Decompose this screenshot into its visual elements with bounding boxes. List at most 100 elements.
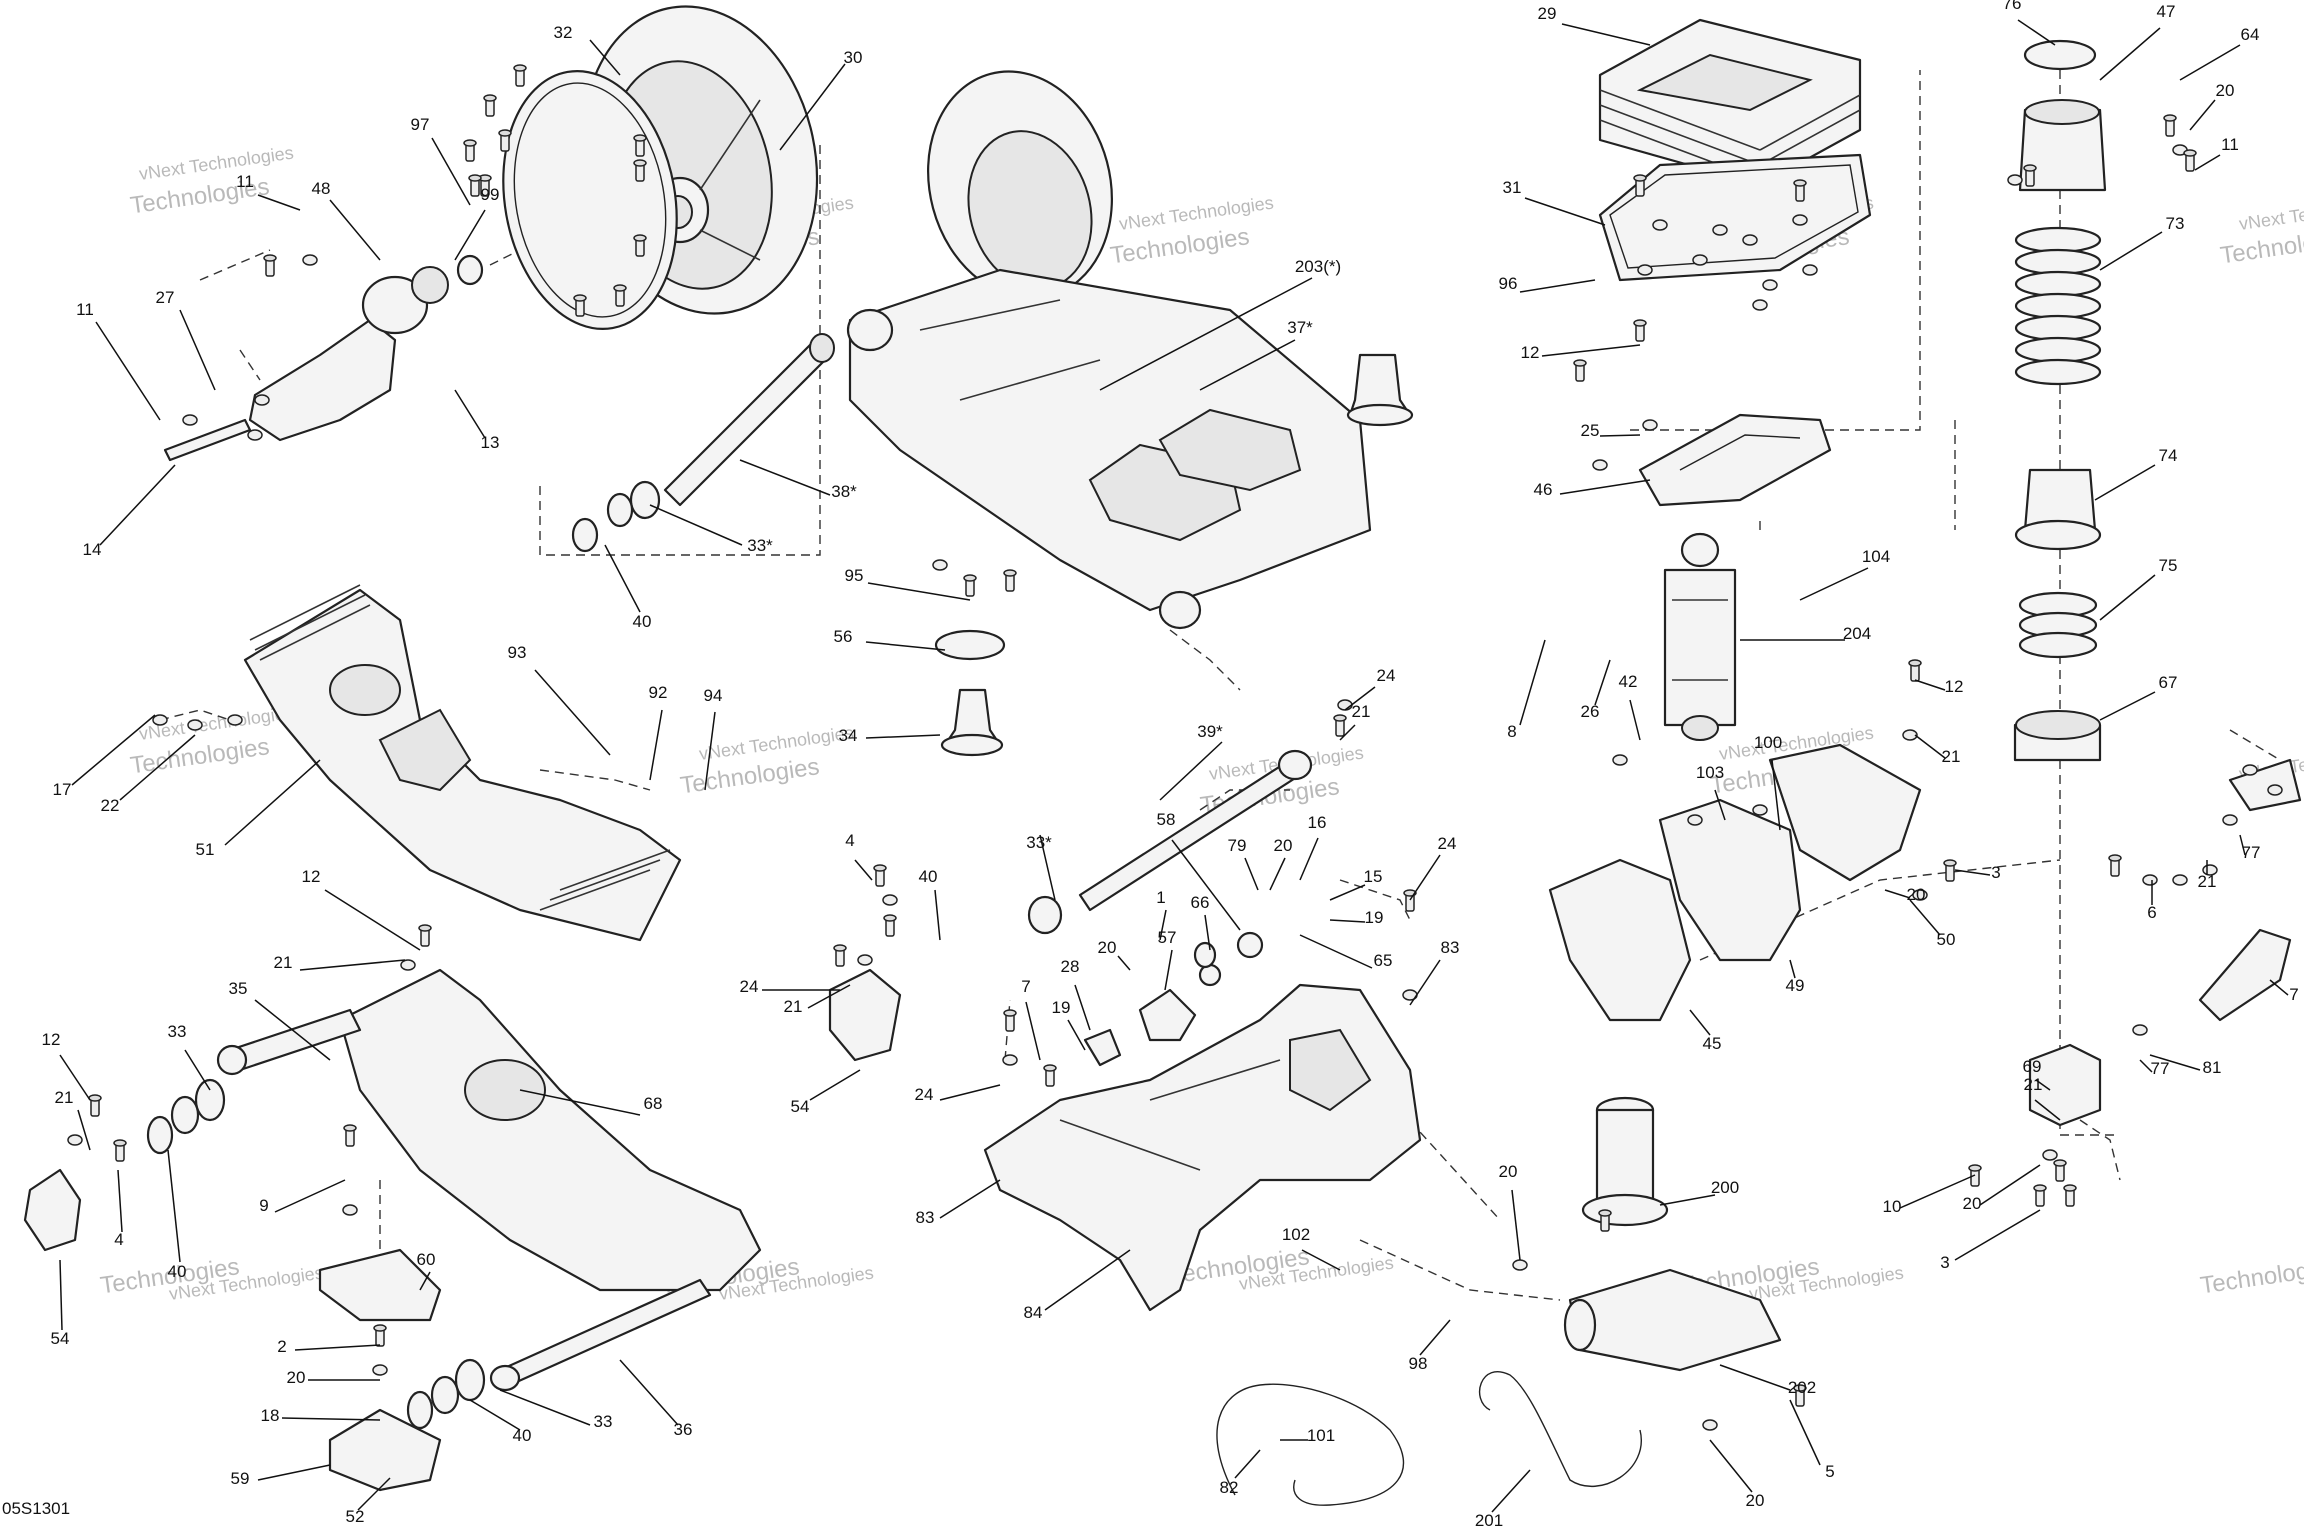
washer-icon bbox=[2267, 784, 2283, 796]
callout-leader bbox=[2269, 979, 2289, 996]
watermark-line1: vNext Technologies bbox=[2238, 192, 2304, 233]
callout-83: 83 bbox=[1441, 938, 1460, 957]
callout-leader bbox=[1171, 839, 1241, 931]
callout-69: 69 bbox=[2023, 1057, 2042, 1076]
bolt-icon bbox=[418, 924, 432, 947]
callout-8: 8 bbox=[1507, 722, 1516, 741]
washer-icon bbox=[67, 1134, 83, 1146]
bolt-icon bbox=[2063, 1184, 2077, 1207]
callout-leader bbox=[1789, 1399, 1821, 1466]
washer-icon bbox=[1802, 264, 1818, 276]
bolt-icon bbox=[633, 234, 647, 257]
rod-part-14 bbox=[163, 418, 252, 462]
callout-leader bbox=[1329, 919, 1366, 923]
callout-13: 13 bbox=[481, 433, 500, 452]
callout-50: 50 bbox=[1937, 930, 1956, 949]
washer-icon bbox=[857, 954, 873, 966]
watermark-line2: Technologies bbox=[2199, 1253, 2304, 1299]
washer-icon bbox=[2242, 764, 2258, 776]
callout-45: 45 bbox=[1703, 1034, 1722, 1053]
bolt-icon bbox=[633, 134, 647, 157]
callout-27: 27 bbox=[156, 288, 175, 307]
bolt-icon bbox=[883, 914, 897, 937]
callout-leader bbox=[1519, 279, 1596, 293]
callout-leader bbox=[1159, 909, 1167, 941]
callout-leader bbox=[2194, 154, 2221, 171]
washer-icon bbox=[1512, 1259, 1528, 1271]
callout-leader bbox=[2239, 834, 2246, 856]
callout-202: 202 bbox=[1788, 1378, 1816, 1397]
callout-leader bbox=[224, 759, 321, 846]
callout-leader bbox=[1159, 741, 1223, 801]
callout-54: 54 bbox=[791, 1097, 810, 1116]
lower-swing-arm-part-68 bbox=[216, 968, 762, 1392]
callout-20: 20 bbox=[1907, 885, 1926, 904]
callout-leader bbox=[1164, 949, 1173, 991]
washer-icon bbox=[302, 254, 318, 266]
edge-arms bbox=[2198, 758, 2302, 1022]
callout-leader-lines bbox=[59, 19, 2289, 1513]
bolt-icon bbox=[1633, 319, 1647, 342]
callout-51: 51 bbox=[196, 840, 215, 859]
callout-42: 42 bbox=[1619, 672, 1638, 691]
callout-28: 28 bbox=[1061, 957, 1080, 976]
callout-33: 33 bbox=[594, 1412, 613, 1431]
callout-64: 64 bbox=[2241, 25, 2260, 44]
callout-77: 77 bbox=[2242, 843, 2261, 862]
callout-leader bbox=[1234, 1449, 1261, 1479]
bolt-icon bbox=[1598, 1209, 1612, 1232]
callout-19: 19 bbox=[1052, 998, 1071, 1017]
washer-icon bbox=[1702, 1419, 1718, 1431]
callout-96: 96 bbox=[1499, 274, 1518, 293]
bushing-set-top bbox=[571, 480, 661, 553]
callout-leader bbox=[1344, 686, 1376, 711]
callout-2: 2 bbox=[277, 1337, 286, 1356]
callout-24: 24 bbox=[1377, 666, 1396, 685]
callout-leader bbox=[1269, 857, 1286, 891]
callout-10: 10 bbox=[1883, 1197, 1902, 1216]
watermark-line1: vNext Technologies bbox=[1118, 192, 1275, 233]
callout-leader bbox=[1199, 339, 1296, 391]
washer-icon bbox=[1002, 1054, 1018, 1066]
callout-leader bbox=[257, 1464, 331, 1481]
washer-icon bbox=[1687, 814, 1703, 826]
callout-leader bbox=[294, 1344, 381, 1351]
washer-icon bbox=[2222, 814, 2238, 826]
washer-icon bbox=[2142, 874, 2158, 886]
shaft-part-39 bbox=[1027, 749, 1313, 935]
callout-49: 49 bbox=[1786, 976, 1805, 995]
callout-98: 98 bbox=[1409, 1354, 1428, 1373]
bolt-icon bbox=[613, 284, 627, 307]
callout-204: 204 bbox=[1843, 624, 1871, 643]
callout-leader bbox=[1039, 834, 1056, 901]
block-part-69 bbox=[2028, 1043, 2102, 1127]
callout-99: 99 bbox=[481, 185, 500, 204]
callout-39: 39* bbox=[1197, 722, 1223, 741]
plate-part-46 bbox=[1638, 413, 1832, 507]
callout-leader bbox=[71, 714, 156, 786]
washer-icon bbox=[1712, 224, 1728, 236]
callout-65: 65 bbox=[1374, 951, 1393, 970]
callout-leader bbox=[1629, 699, 1641, 741]
callout-leader bbox=[2099, 27, 2161, 81]
callout-leader bbox=[299, 959, 406, 971]
callout-leader bbox=[2139, 1059, 2153, 1073]
callout-leader bbox=[1419, 1319, 1451, 1356]
callout-leader bbox=[2094, 464, 2156, 501]
shaft-part-38 bbox=[663, 333, 835, 507]
callout-leader bbox=[1244, 857, 1259, 891]
callout-33: 33 bbox=[168, 1022, 187, 1041]
callout-leader bbox=[1954, 869, 1991, 876]
callout-83: 83 bbox=[916, 1208, 935, 1227]
callout-leader bbox=[1511, 1189, 1521, 1261]
swing-arm-housing-part-203 bbox=[846, 70, 1372, 630]
callout-leader bbox=[1339, 724, 1356, 741]
washer-icon bbox=[1792, 214, 1808, 226]
bolt-icon bbox=[1003, 569, 1017, 592]
callout-40: 40 bbox=[633, 612, 652, 631]
callout-leader bbox=[1719, 1364, 1791, 1391]
callout-24: 24 bbox=[915, 1085, 934, 1104]
callout-79: 79 bbox=[1228, 836, 1247, 855]
